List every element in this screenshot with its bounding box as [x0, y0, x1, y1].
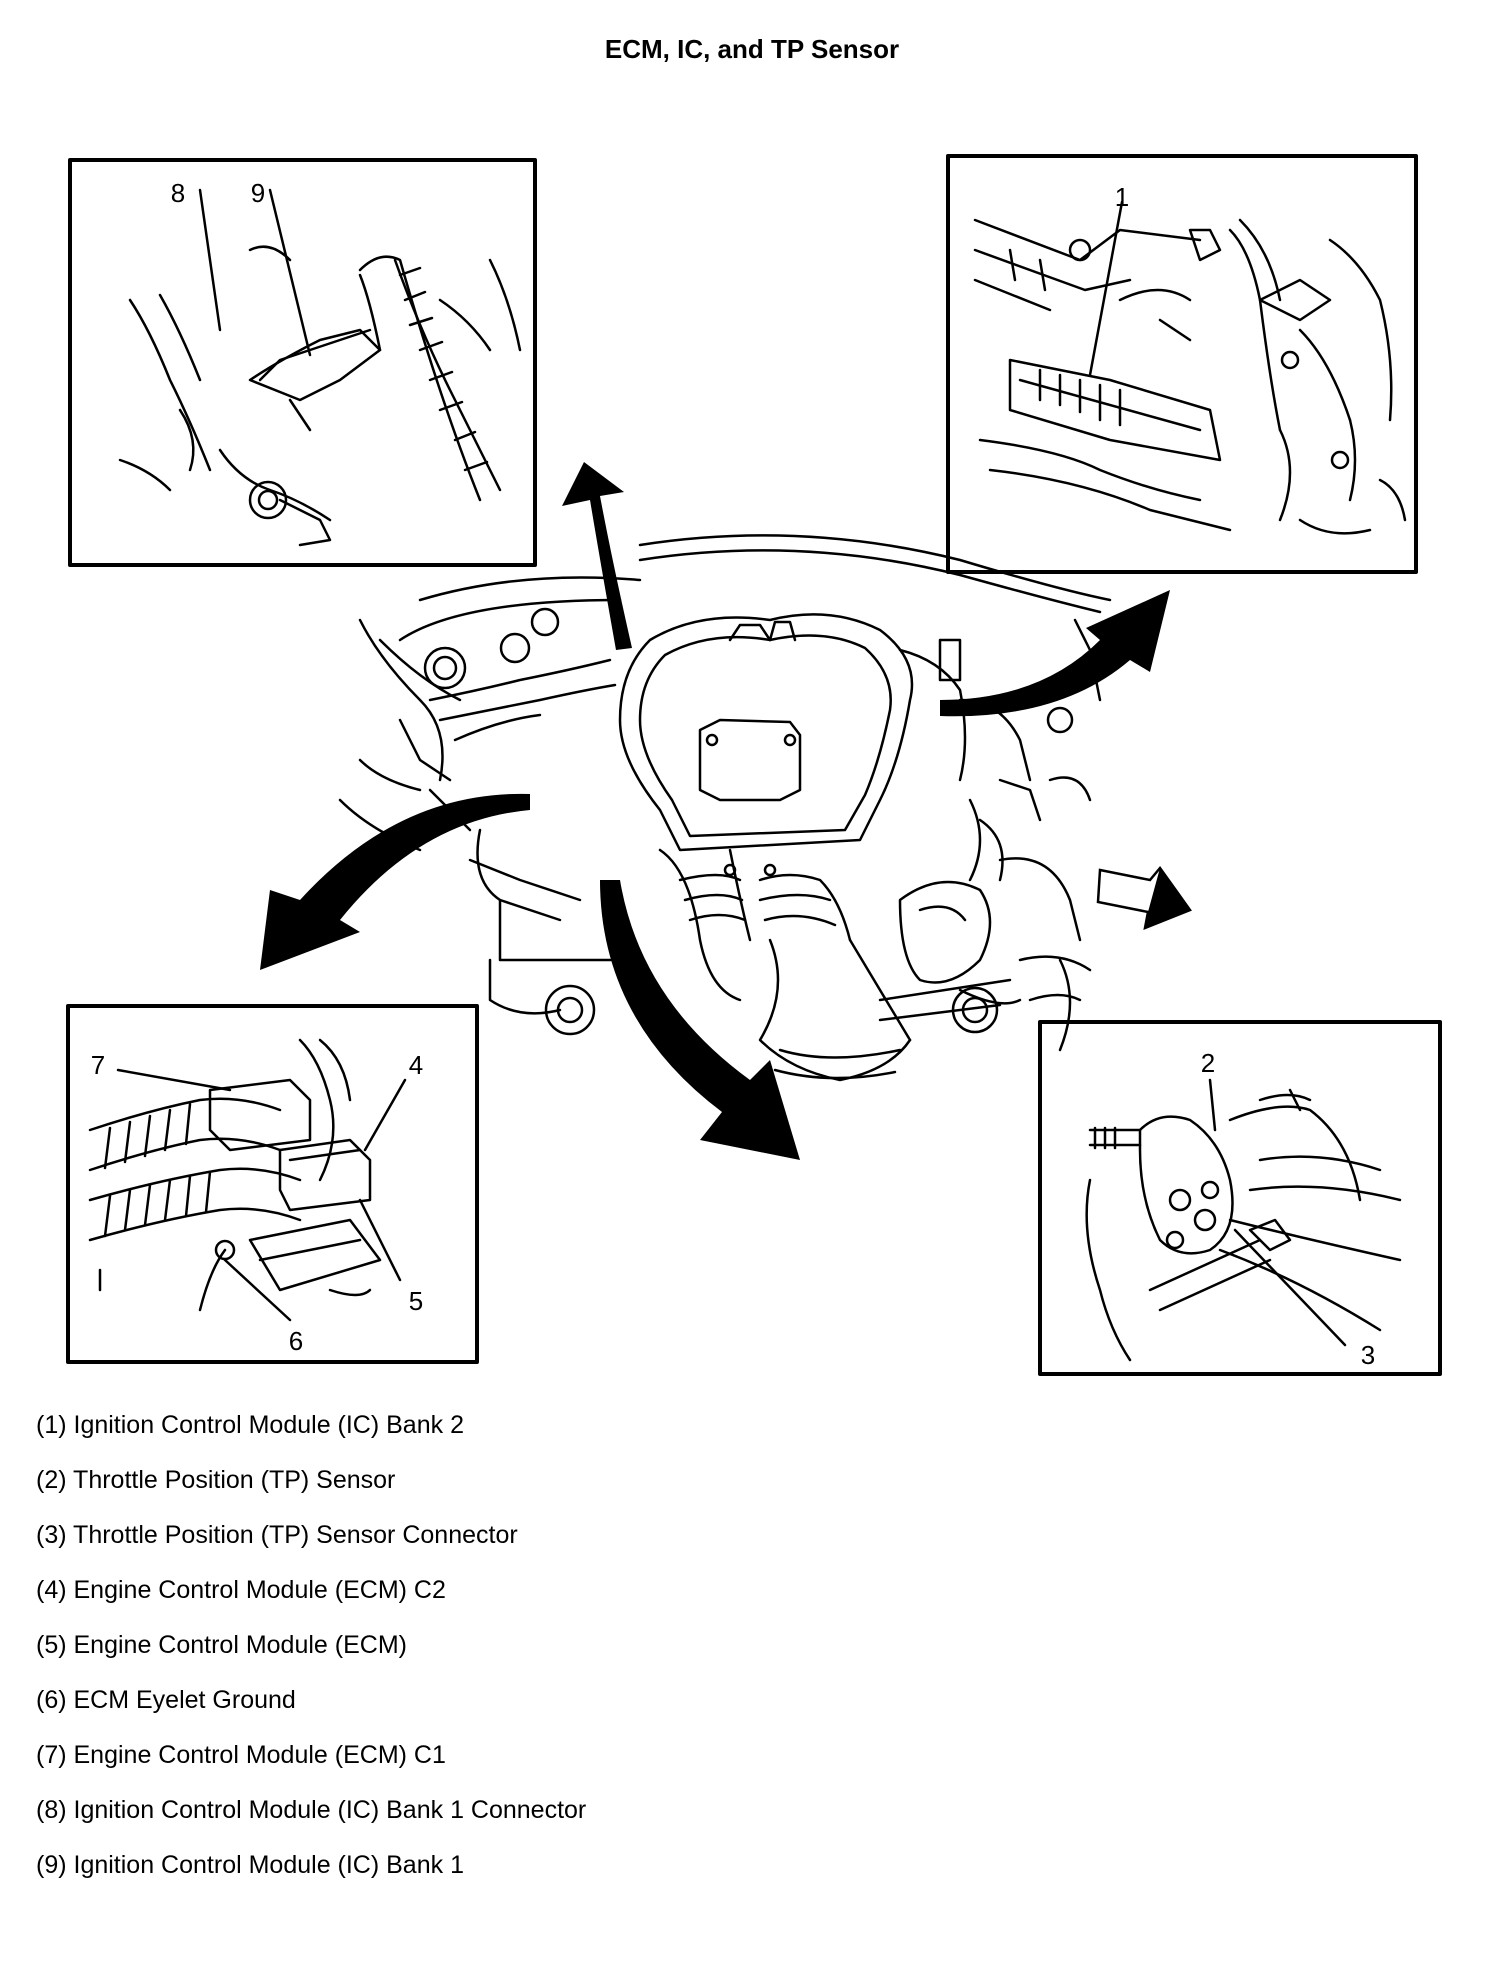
engine-overview-illustration	[338, 534, 1112, 1082]
arrow-to-top-left	[562, 462, 632, 650]
diagram-title: ECM, IC, and TP Sensor	[604, 34, 900, 64]
callout-1: 1	[1115, 182, 1129, 212]
legend-item-2: (2) Throttle Position (TP) Sensor	[36, 1466, 396, 1494]
callout-7: 7	[91, 1050, 105, 1080]
callout-9: 9	[251, 178, 265, 208]
inset-ic-bank-2	[946, 154, 1418, 574]
legend-item-1: (1) Ignition Control Module (IC) Bank 2	[36, 1411, 464, 1439]
callout-2: 2	[1201, 1048, 1215, 1078]
legend-item-5: (5) Engine Control Module (ECM)	[36, 1631, 407, 1659]
inset-ic-bank-1	[68, 158, 537, 567]
callout-6: 6	[289, 1326, 303, 1356]
arrow-to-top-right	[940, 590, 1170, 717]
engine-component-diagram: 8 9 1 7 4 5 6 2 3	[66, 154, 1442, 1376]
component-legend: (1) Ignition Control Module (IC) Bank 2 …	[36, 1410, 586, 1905]
arrow-to-bottom-left	[260, 793, 530, 970]
legend-item-7: (7) Engine Control Module (ECM) C1	[36, 1741, 446, 1769]
inset-ecm	[66, 1004, 479, 1364]
legend-item-9: (9) Ignition Control Module (IC) Bank 1	[36, 1851, 464, 1879]
front-direction-icon	[1096, 865, 1192, 931]
callout-5: 5	[409, 1286, 423, 1316]
arrow-to-bottom-right	[600, 880, 800, 1160]
legend-item-8: (8) Ignition Control Module (IC) Bank 1 …	[36, 1796, 587, 1824]
pointer-arrows	[260, 462, 1170, 1160]
callout-4: 4	[409, 1050, 423, 1080]
callout-3: 3	[1361, 1340, 1375, 1370]
callout-8: 8	[171, 178, 185, 208]
legend-item-6: (6) ECM Eyelet Ground	[36, 1686, 296, 1714]
inset-tp-sensor	[1038, 1020, 1442, 1376]
legend-item-3: (3) Throttle Position (TP) Sensor Connec…	[36, 1521, 518, 1549]
legend-item-4: (4) Engine Control Module (ECM) C2	[36, 1576, 446, 1604]
